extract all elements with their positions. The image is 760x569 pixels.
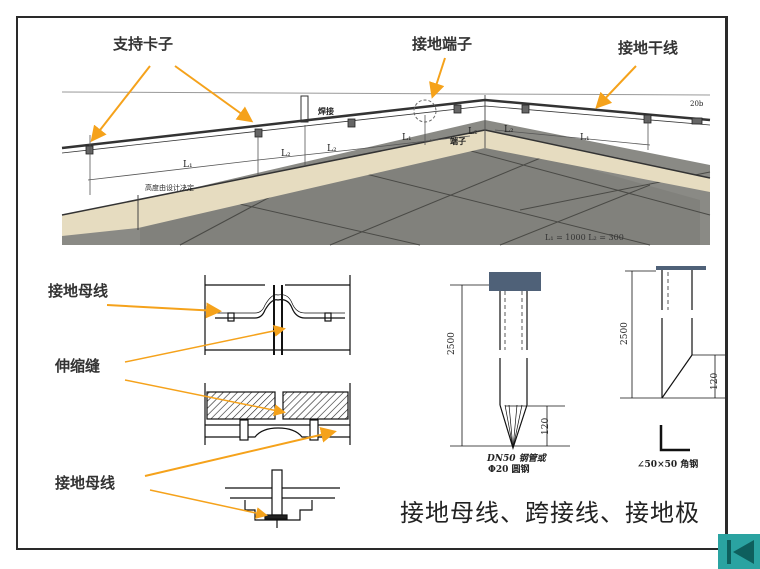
arrow-busbar-bottom-1: [144, 426, 337, 477]
note-height: 高度由设计决定: [145, 184, 194, 192]
note-l2-c: L₂: [468, 127, 478, 137]
pipe-cap-plate: [489, 272, 541, 291]
angle-profile-icon: [659, 425, 690, 452]
pipe-material-2: Φ20 圆钢: [488, 465, 530, 475]
arrow-ground-terminal: [429, 57, 446, 99]
note-terminal: 端子: [450, 136, 466, 146]
note-l2-b: L₂: [327, 144, 337, 154]
ground-electrode-pipe: [450, 272, 570, 451]
pointer-arrows: [90, 57, 637, 519]
note-l1-c: L₁: [580, 133, 590, 143]
note-welding: 焊接: [318, 106, 334, 116]
dimension-lines: [87, 115, 651, 195]
arrow-ground-trunk: [595, 65, 637, 109]
arrow-support-clip-1: [90, 65, 151, 143]
note-lengths: L₁ = 1000 L₂ = 300: [545, 233, 624, 242]
slide-caption: 接地母线、跨接线、接地极: [400, 499, 700, 527]
note-20b: 20b: [690, 100, 704, 108]
angle-tip-dim: 120: [710, 372, 720, 390]
note-l2-a: L₂: [281, 149, 291, 159]
pipe-tip-dim: 120: [541, 417, 551, 435]
first-slide-button[interactable]: [718, 534, 760, 569]
label-expansion-joint: 伸缩缝: [55, 357, 101, 375]
label-ground-terminal: 接地端子: [412, 35, 473, 53]
label-ground-busbar-bottom: 接地母线: [55, 474, 116, 492]
arrow-joint-2: [124, 379, 286, 417]
floor-shade: [140, 140, 700, 245]
skirting: [62, 130, 710, 236]
label-ground-trunk: 接地干线: [618, 39, 679, 57]
pipe-material-1: DN50 钢管或: [487, 454, 546, 464]
angle-cap-plate: [656, 266, 706, 270]
expansion-joint-section: [204, 383, 351, 445]
label-ground-busbar-top: 接地母线: [48, 282, 109, 300]
arrow-busbar-top: [106, 302, 222, 319]
note-l1-b: L₁: [402, 133, 412, 143]
angle-material: ∠50×50 角钢: [637, 460, 699, 470]
label-support-clip: 支持卡子: [113, 35, 174, 53]
angle-height-dim: 2500: [620, 322, 630, 345]
note-l2-d: L₂: [504, 125, 514, 135]
arrow-support-clip-2: [174, 65, 254, 123]
arrow-busbar-bottom-2: [149, 489, 268, 519]
note-l1-a: L₁: [183, 160, 193, 170]
busbar-clamp-detail: [225, 469, 340, 528]
support-clips: [85, 104, 703, 155]
ground-electrode-angle: [620, 266, 725, 452]
arrow-joint-1: [124, 324, 286, 363]
skip-to-start-icon: [727, 540, 754, 564]
wall-floor-sketch: [61, 91, 711, 246]
pipe-height-dim: 2500: [447, 332, 457, 355]
expansion-joint-detail-top: [204, 275, 351, 355]
